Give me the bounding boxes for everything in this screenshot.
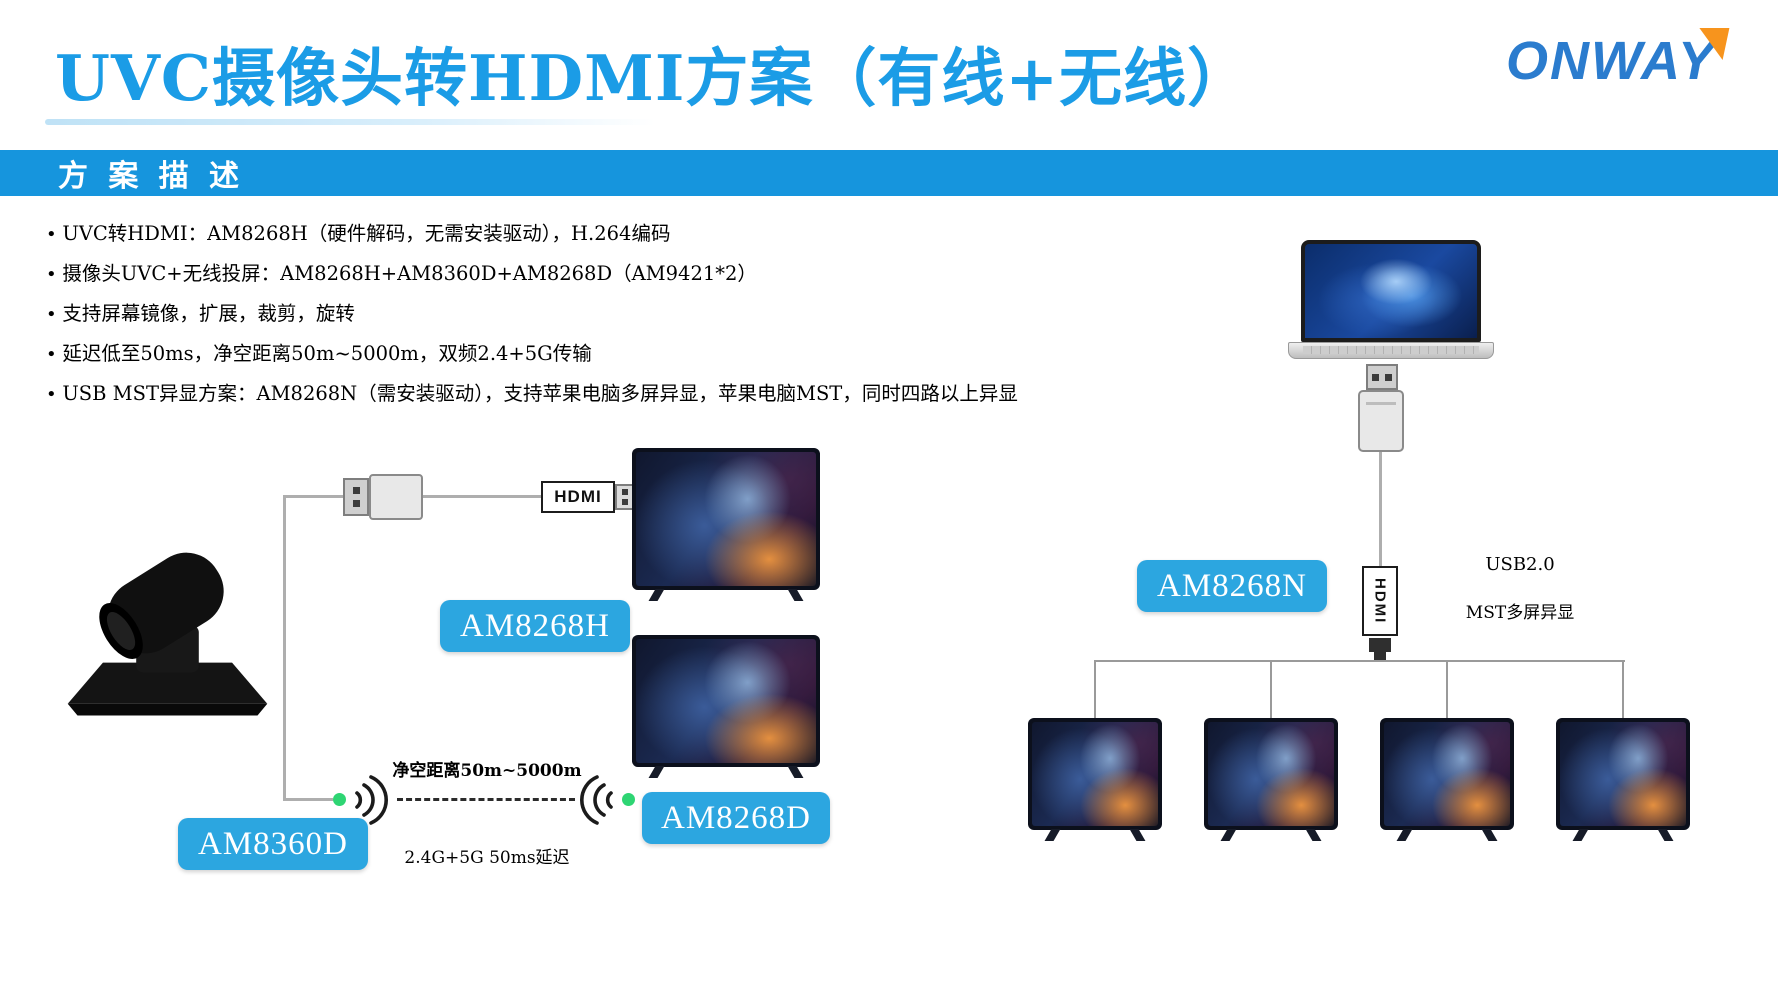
hdmi-label-box-vertical: HDMI xyxy=(1362,566,1398,636)
tv-screen xyxy=(1208,722,1334,826)
hdmi-connector-icon xyxy=(615,484,635,510)
section-title: 方 案 描 述 xyxy=(58,160,246,193)
tv-display-mst-3 xyxy=(1380,718,1514,830)
logo-triangle-icon xyxy=(1692,28,1730,60)
tv-display-mst-4 xyxy=(1556,718,1690,830)
cable-line xyxy=(423,495,541,498)
bullet-item: 摄像头UVC+无线投屏：AM8268H+AM8360D+AM8268D（AM94… xyxy=(46,262,1146,287)
usb-plug-icon xyxy=(343,478,369,516)
wireless-band-label: 2.4G+5G 50ms延迟 xyxy=(404,848,570,868)
bullet-item: USB MST异显方案：AM8268N（需安装驱动），支持苹果电脑多屏异显，苹果… xyxy=(46,382,1146,407)
label-am8268h: AM8268H xyxy=(440,600,630,652)
bullet-item: 支持屏幕镜像，扩展，裁剪，旋转 xyxy=(46,302,1146,327)
hdmi-label-box: HDMI xyxy=(541,481,615,513)
tv-screen xyxy=(1032,722,1158,826)
mst-label: MST多屏异显 xyxy=(1465,603,1575,623)
usb-dongle-body xyxy=(1358,390,1404,452)
laptop xyxy=(1288,240,1494,359)
title-underline xyxy=(45,119,655,125)
label-am8268d: AM8268D xyxy=(642,792,830,844)
usb-adapter-body xyxy=(369,474,423,520)
tv-screen xyxy=(636,639,816,763)
cable-line xyxy=(283,798,333,801)
laptop-screen xyxy=(1301,240,1481,342)
label-am8268n: AM8268N xyxy=(1137,560,1327,612)
tv-display-wireless xyxy=(632,635,820,767)
tv-screen xyxy=(1384,722,1510,826)
logo-text: ONWAY xyxy=(1506,31,1716,91)
wireless-distance-label: 净空距离50m~5000m xyxy=(392,761,582,781)
onway-logo: ONWAY xyxy=(1506,28,1730,91)
bullet-item: UVC转HDMI：AM8268H（硬件解码，无需安装驱动），H.264编码 xyxy=(46,222,1146,247)
branch-drop-line xyxy=(1446,660,1448,718)
usb2-label: USB2.0 xyxy=(1485,554,1555,575)
branch-drop-line xyxy=(1622,660,1624,718)
wifi-transmitter-icon xyxy=(355,775,388,825)
cable-line xyxy=(283,495,286,801)
tv-display-mst-2 xyxy=(1204,718,1338,830)
tv-screen xyxy=(1560,722,1686,826)
wireless-dashed-line xyxy=(397,798,575,801)
branch-line xyxy=(1094,660,1625,662)
cable-line xyxy=(283,495,343,498)
ptz-camera-icon xyxy=(67,552,268,716)
signal-dot-icon xyxy=(333,793,346,806)
tv-display-mst-1 xyxy=(1028,718,1162,830)
tv-display-wired xyxy=(632,448,820,590)
hdmi-plug-tip-icon xyxy=(1374,652,1386,660)
label-am8360d: AM8360D xyxy=(178,818,368,870)
signal-dot-icon xyxy=(622,793,635,806)
hdmi-label: HDMI xyxy=(554,487,602,506)
branch-drop-line xyxy=(1270,660,1272,718)
laptop-keyboard xyxy=(1288,342,1494,359)
hdmi-plug-icon xyxy=(1369,638,1391,652)
bullet-list: UVC转HDMI：AM8268H（硬件解码，无需安装驱动），H.264编码 摄像… xyxy=(46,222,1146,422)
cable-line xyxy=(1379,452,1382,566)
tv-screen xyxy=(636,452,816,586)
section-header: 方 案 描 述 xyxy=(0,150,1778,196)
branch-drop-line xyxy=(1094,660,1096,718)
hdmi-label: HDMI xyxy=(1371,577,1389,625)
bullet-item: 延迟低至50ms，净空距离50m~5000m，双频2.4+5G传输 xyxy=(46,342,1146,367)
page-title: UVC摄像头转HDMI方案（有线+无线） xyxy=(55,41,1252,115)
usb-plug-icon xyxy=(1366,364,1398,390)
wifi-receiver-icon xyxy=(580,775,613,825)
